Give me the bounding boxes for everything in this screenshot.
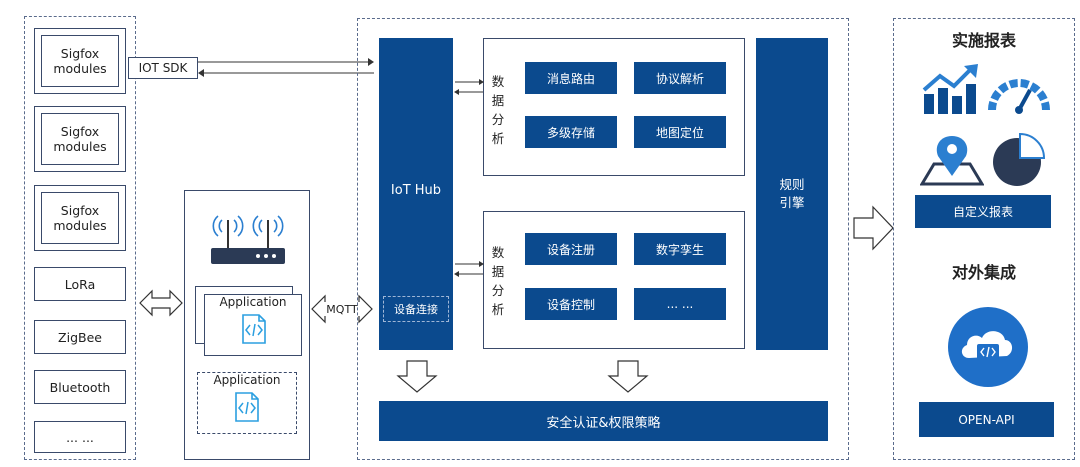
- device-more[interactable]: ... ...: [34, 421, 126, 453]
- device-sigfox-2[interactable]: Sigfox modules: [41, 113, 119, 165]
- map-pin-icon: [920, 136, 984, 186]
- module-more[interactable]: ... ...: [634, 288, 726, 320]
- module-map-location[interactable]: 地图定位: [634, 116, 726, 148]
- device-sigfox-1-label: Sigfox modules: [53, 46, 107, 76]
- device-zigbee-label: ZigBee: [58, 329, 102, 345]
- application-card-1[interactable]: Application: [204, 294, 302, 356]
- module-device-control[interactable]: 设备控制: [525, 288, 617, 320]
- rule-engine-label: 规则引擎: [779, 177, 805, 210]
- module-device-registration[interactable]: 设备注册: [525, 233, 617, 265]
- device-connect-box[interactable]: 设备连接: [383, 296, 449, 322]
- router-icon: [211, 215, 285, 264]
- security-label: 安全认证&权限策略: [546, 415, 661, 431]
- device-more-label: ... ...: [66, 429, 94, 445]
- output-arrow: [853, 205, 894, 251]
- device-lora-label: LoRa: [64, 276, 96, 292]
- code-file-icon: [242, 314, 266, 344]
- custom-report-button[interactable]: 自定义报表: [915, 195, 1051, 228]
- integration-title: 对外集成: [951, 263, 1016, 282]
- device-sigfox-1[interactable]: Sigfox modules: [41, 35, 119, 87]
- module-multilevel-storage[interactable]: 多级存储: [525, 116, 617, 148]
- iot-sdk-text: IOT SDK: [138, 61, 188, 75]
- application-2-label: Application: [213, 373, 281, 387]
- output-panel: [893, 18, 1075, 460]
- sdk-arrows: [198, 58, 374, 77]
- application-1-label: Application: [219, 295, 287, 309]
- gauge-icon: [988, 79, 1050, 114]
- module-digital-twin[interactable]: 数字孪生: [634, 233, 726, 265]
- platform-panel: [357, 18, 849, 460]
- code-file-icon: [235, 392, 259, 422]
- security-bar[interactable]: 安全认证&权限策略: [379, 401, 828, 441]
- device-column: [24, 16, 136, 460]
- rule-engine[interactable]: 规则引擎: [756, 38, 828, 350]
- module-message-routing[interactable]: 消息路由: [525, 62, 617, 94]
- cloud-code-icon: [948, 307, 1028, 387]
- hub-analysis-arrows: [454, 79, 484, 277]
- analysis-box-lower: [483, 211, 745, 349]
- iot-hub[interactable]: IoT Hub 设备连接: [379, 38, 453, 350]
- custom-report-label: 自定义报表: [952, 205, 1013, 219]
- device-gateway-arrow: [139, 289, 183, 317]
- iot-sdk-label: IOT SDK: [128, 57, 198, 79]
- iot-hub-label: IoT Hub: [390, 182, 442, 198]
- bar-chart-icon: [922, 64, 978, 114]
- down-arrow-right: [607, 360, 649, 393]
- device-sigfox-3[interactable]: Sigfox modules: [41, 192, 119, 244]
- open-api-label: OPEN-API: [958, 412, 1015, 427]
- device-sigfox-2-label: Sigfox modules: [53, 124, 107, 154]
- analysis-box-upper: [483, 38, 745, 176]
- down-arrow-left: [396, 360, 438, 393]
- application-card-2[interactable]: Application: [197, 372, 297, 434]
- pie-chart-icon: [993, 132, 1046, 186]
- device-bluetooth-label: Bluetooth: [49, 379, 111, 395]
- report-title: 实施报表: [951, 31, 1016, 50]
- device-lora[interactable]: LoRa: [34, 267, 126, 301]
- analysis-lower-label: 数据分析: [491, 245, 505, 317]
- open-api-button[interactable]: OPEN-API: [919, 402, 1054, 437]
- analysis-upper-label: 数据分析: [491, 74, 505, 146]
- device-bluetooth[interactable]: Bluetooth: [34, 370, 126, 404]
- mqtt-label: MQTT: [322, 302, 362, 316]
- device-sigfox-3-label: Sigfox modules: [53, 203, 107, 233]
- device-connect-label: 设备连接: [394, 303, 438, 316]
- module-protocol-parsing[interactable]: 协议解析: [634, 62, 726, 94]
- device-zigbee[interactable]: ZigBee: [34, 320, 126, 354]
